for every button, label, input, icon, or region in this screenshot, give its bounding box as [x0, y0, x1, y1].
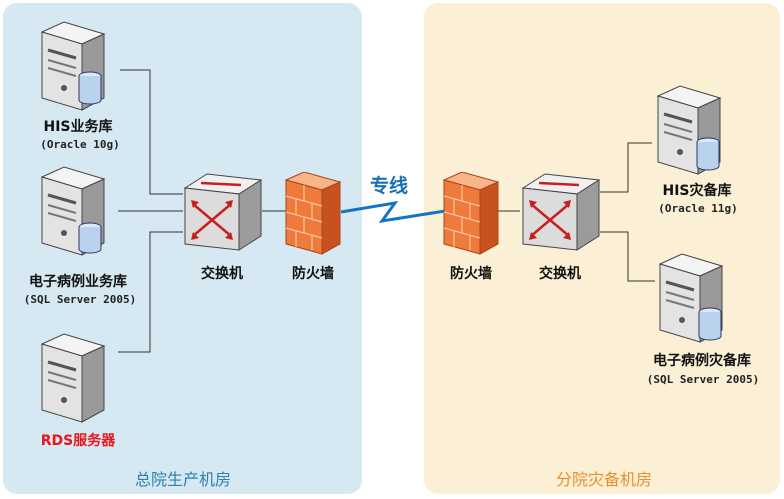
his-db-version: (Oracle 10g)	[40, 138, 120, 151]
link-switch-his-backup	[600, 142, 652, 193]
his-backup-server-icon	[656, 85, 722, 175]
primary-datacenter-title: 总院生产机房	[134, 470, 232, 489]
firewall-icon	[284, 172, 342, 255]
switch-icon	[183, 173, 263, 251]
switch-icon	[521, 173, 601, 251]
link-switch-emr-backup	[600, 231, 655, 282]
his-db-label: HIS业务库	[43, 119, 113, 135]
emr-db-version: (SQL Server 2005)	[23, 293, 137, 306]
switch-label-left: 交换机	[201, 266, 243, 282]
his-backup-version: (Oracle 11g)	[658, 202, 738, 215]
link-rds-switch	[118, 231, 183, 353]
his-backup-label: HIS灾备库	[662, 183, 732, 199]
switch-label-right: 交换机	[539, 266, 581, 282]
rds-server-icon	[40, 333, 106, 423]
backup-datacenter-title: 分院灾备机房	[555, 470, 653, 489]
dedicated-line-bolt	[340, 200, 446, 224]
firewall-label-right: 防火墙	[450, 266, 492, 282]
emr-backup-version: (SQL Server 2005)	[646, 373, 760, 386]
firewall-icon	[442, 172, 500, 255]
dedicated-line-label: 专线	[370, 175, 409, 197]
emr-backup-server-icon	[658, 253, 724, 343]
emr-backup-label: 电子病例灾备库	[653, 353, 751, 369]
emr-db-server-icon	[40, 166, 106, 256]
link-his-db-switch	[120, 69, 183, 195]
firewall-label-left: 防火墙	[292, 266, 334, 282]
emr-db-label: 电子病例业务库	[29, 274, 127, 290]
his-db-server-icon	[40, 21, 106, 111]
rds-server-label: RDS服务器	[40, 433, 116, 449]
